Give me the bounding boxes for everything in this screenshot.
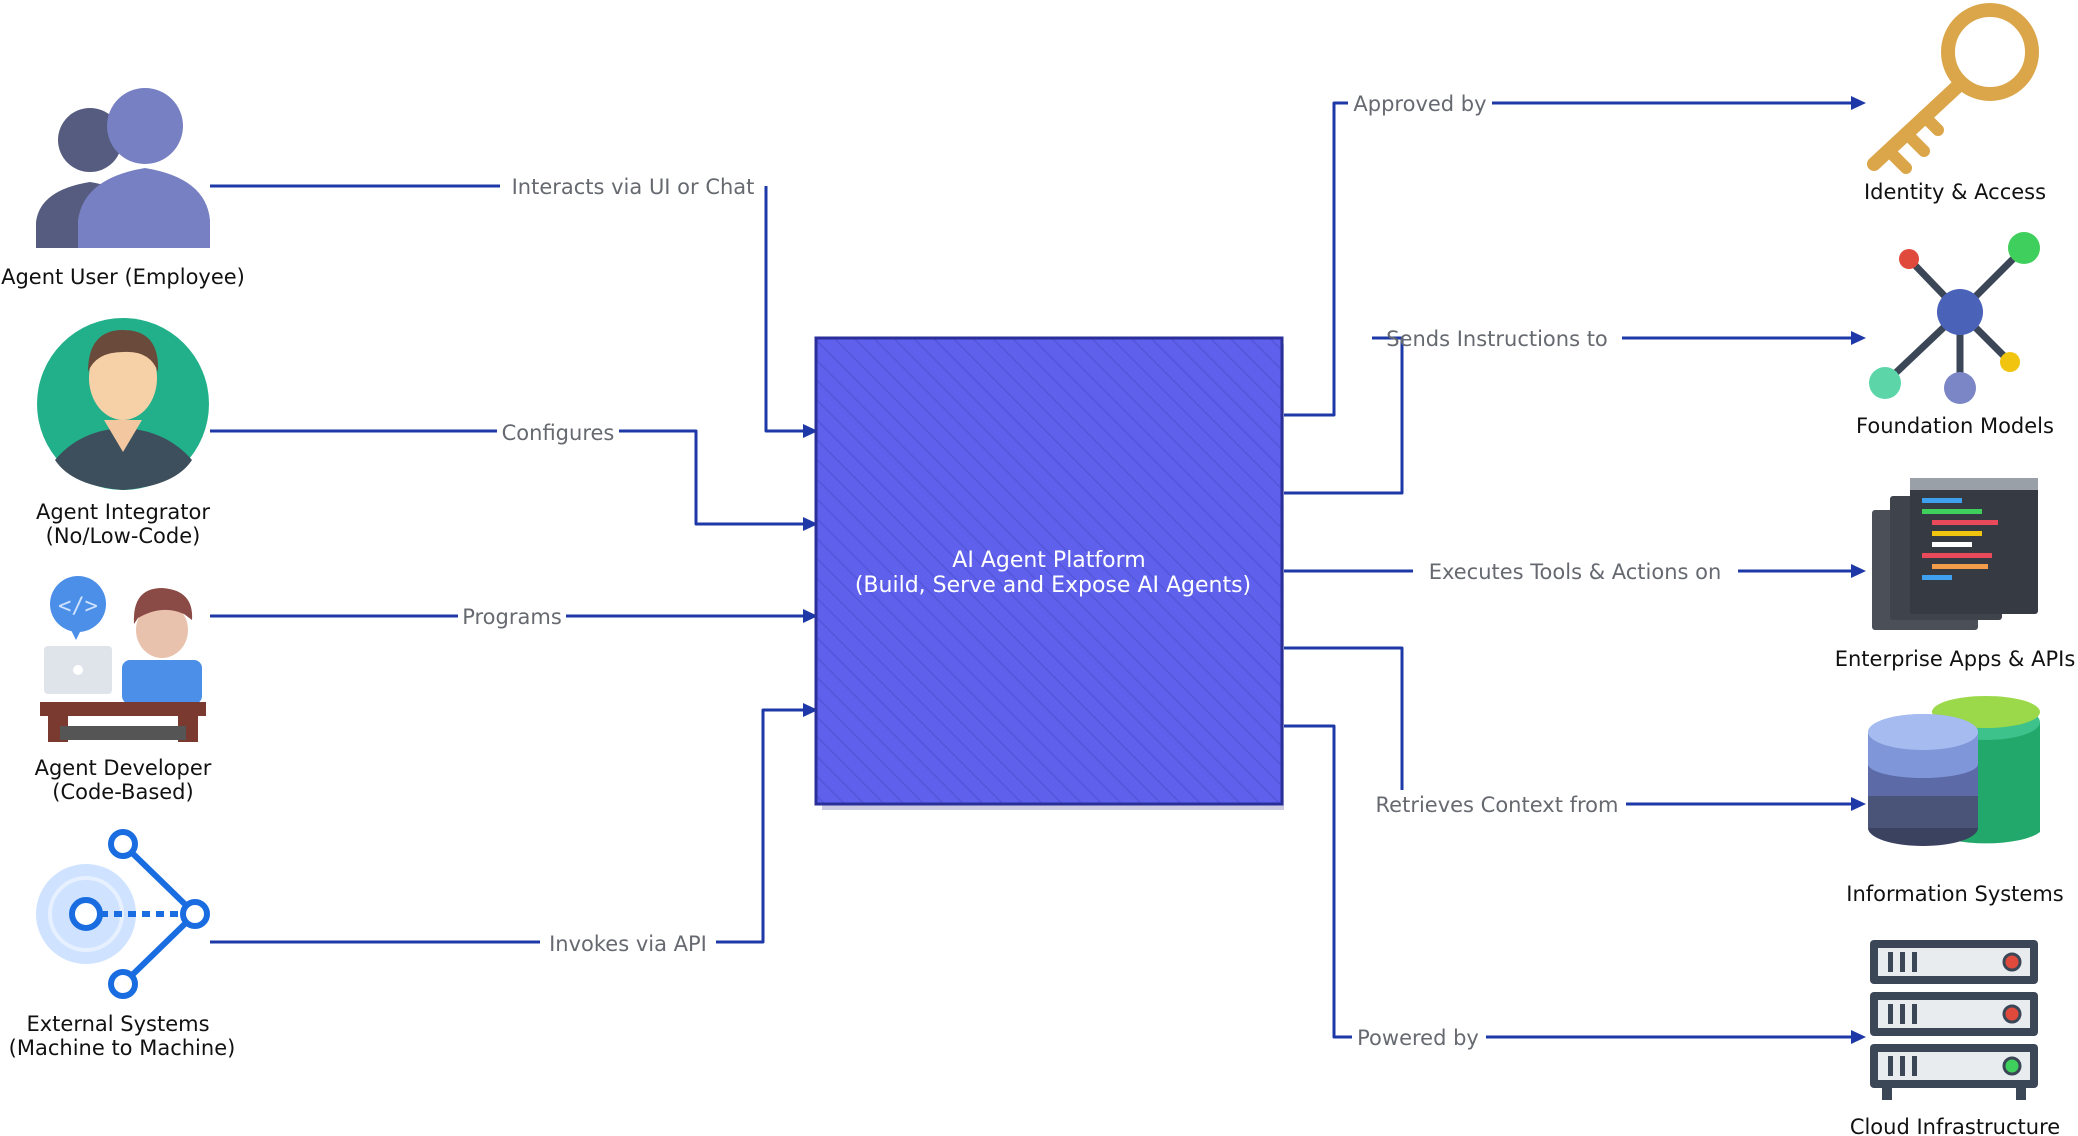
actor-label-agent-developer-1: Agent Developer <box>35 756 212 780</box>
person-avatar-icon <box>37 318 209 490</box>
network-nodes-icon <box>36 829 210 999</box>
hub-graph-icon <box>1869 232 2040 404</box>
connector-agent-user <box>210 184 818 438</box>
database-icon <box>1868 696 2040 846</box>
connector-enterprise-apps <box>1284 564 1866 578</box>
key-icon <box>1867 3 2039 174</box>
svg-text:</>: </> <box>58 594 98 619</box>
edge-label-agent-integrator: Configures <box>502 421 615 445</box>
service-label-information-systems: Information Systems <box>1846 882 2064 906</box>
service-label-cloud-infrastructure: Cloud Infrastructure <box>1850 1115 2060 1136</box>
edge-label-agent-user: Interacts via UI or Chat <box>512 175 755 199</box>
edge-label-information-systems: Retrieves Context from <box>1376 793 1619 817</box>
actor-label-external-systems-2: (Machine to Machine) <box>9 1036 236 1060</box>
connector-external-systems <box>210 703 818 944</box>
edge-label-identity-access: Approved by <box>1353 92 1486 116</box>
connector-information-systems <box>1284 646 1866 811</box>
platform-title: AI Agent Platform <box>952 548 1145 573</box>
users-icon <box>36 88 210 248</box>
service-label-enterprise-apps: Enterprise Apps & APIs <box>1835 647 2076 671</box>
actor-label-agent-integrator-2: (No/Low-Code) <box>46 524 201 548</box>
actor-label-agent-user: Agent User (Employee) <box>1 265 245 289</box>
actor-label-agent-integrator-1: Agent Integrator <box>36 500 210 524</box>
server-rack-icon <box>1870 940 2038 1100</box>
actor-label-agent-developer-2: (Code-Based) <box>52 780 193 804</box>
edge-label-enterprise-apps: Executes Tools & Actions on <box>1429 560 1722 584</box>
connector-identity-access <box>1284 96 1866 417</box>
edge-label-foundation-models: Sends Instructions to <box>1386 327 1608 351</box>
connector-foundation-models <box>1284 331 1866 495</box>
connector-cloud-infrastructure <box>1284 724 1866 1044</box>
service-label-foundation-models: Foundation Models <box>1856 414 2054 438</box>
connector-agent-developer <box>210 609 818 623</box>
platform-subtitle: (Build, Serve and Expose AI Agents) <box>855 573 1251 598</box>
developer-at-desk-icon: </> <box>40 576 206 742</box>
service-label-identity-access: Identity & Access <box>1864 180 2046 204</box>
edge-label-cloud-infrastructure: Powered by <box>1357 1026 1479 1050</box>
ai-agent-platform-box[interactable]: AI Agent Platform (Build, Serve and Expo… <box>814 336 1284 810</box>
actor-label-external-systems-1: External Systems <box>26 1012 209 1036</box>
edge-label-external-systems: Invokes via API <box>549 932 707 956</box>
edge-label-agent-developer: Programs <box>462 605 562 629</box>
connector-agent-integrator <box>210 429 818 531</box>
code-windows-icon <box>1872 478 2038 630</box>
